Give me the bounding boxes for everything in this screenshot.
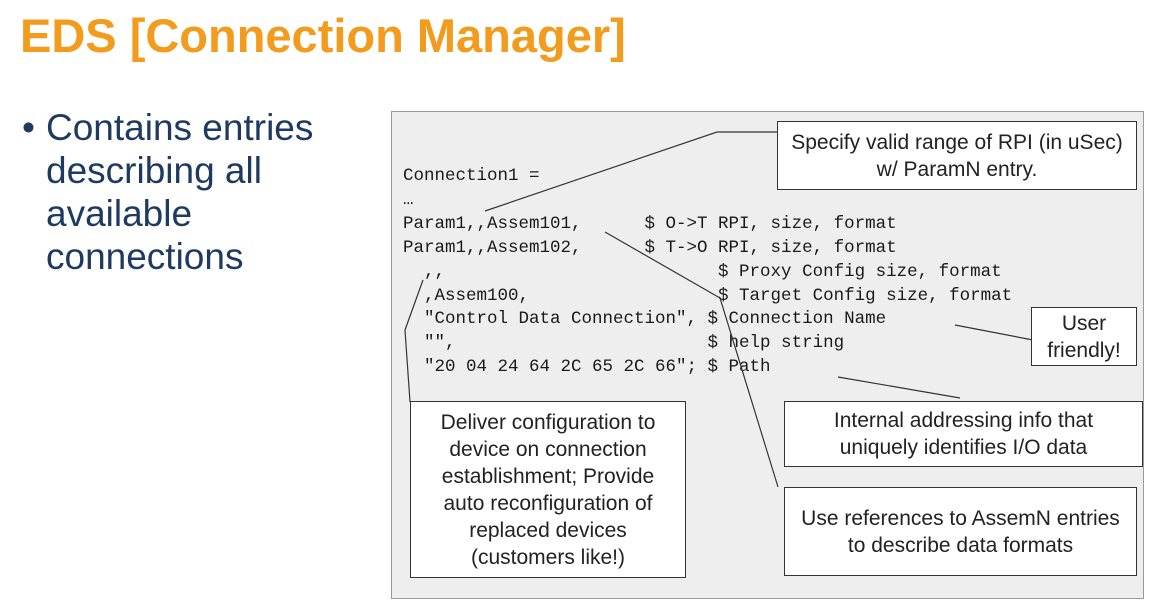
callout-deliver-config: Deliver configuration to device on conne… [410, 401, 686, 578]
bullet-text: Contains entries describing all availabl… [46, 107, 314, 277]
connector-user-friendly [954, 324, 1034, 341]
bullet-marker: • [22, 107, 35, 148]
code-line: "Control Data Connection", $ Connection … [403, 309, 887, 329]
callout-internal-addressing: Internal addressing info that uniquely i… [784, 401, 1143, 467]
code-line: ,Assem100, $ Target Config size, format [403, 286, 1013, 306]
code-line: "", $ help string [403, 333, 845, 353]
callout-user-friendly: User friendly! [1031, 307, 1137, 366]
code-line: "20 04 24 64 2C 65 2C 66"; $ Path [403, 357, 771, 377]
callout-assem-references: Use references to AssemN entries to desc… [784, 487, 1137, 576]
code-line: Param1,,Assem101, $ O->T RPI, size, form… [403, 214, 897, 234]
connector-path [837, 376, 961, 399]
code-line: Connection1 = [403, 166, 540, 186]
callout-rpi: Specify valid range of RPI (in uSec) w/ … [777, 121, 1137, 190]
connector-assem [604, 231, 779, 488]
connector-rpi [484, 131, 777, 212]
connector-config [404, 279, 424, 403]
code-line: Param1,,Assem102, $ T->O RPI, size, form… [403, 238, 897, 258]
code-line: … [403, 190, 414, 210]
code-line: ,, $ Proxy Config size, format [403, 262, 1002, 282]
slide-title: EDS [Connection Manager] [20, 9, 626, 62]
